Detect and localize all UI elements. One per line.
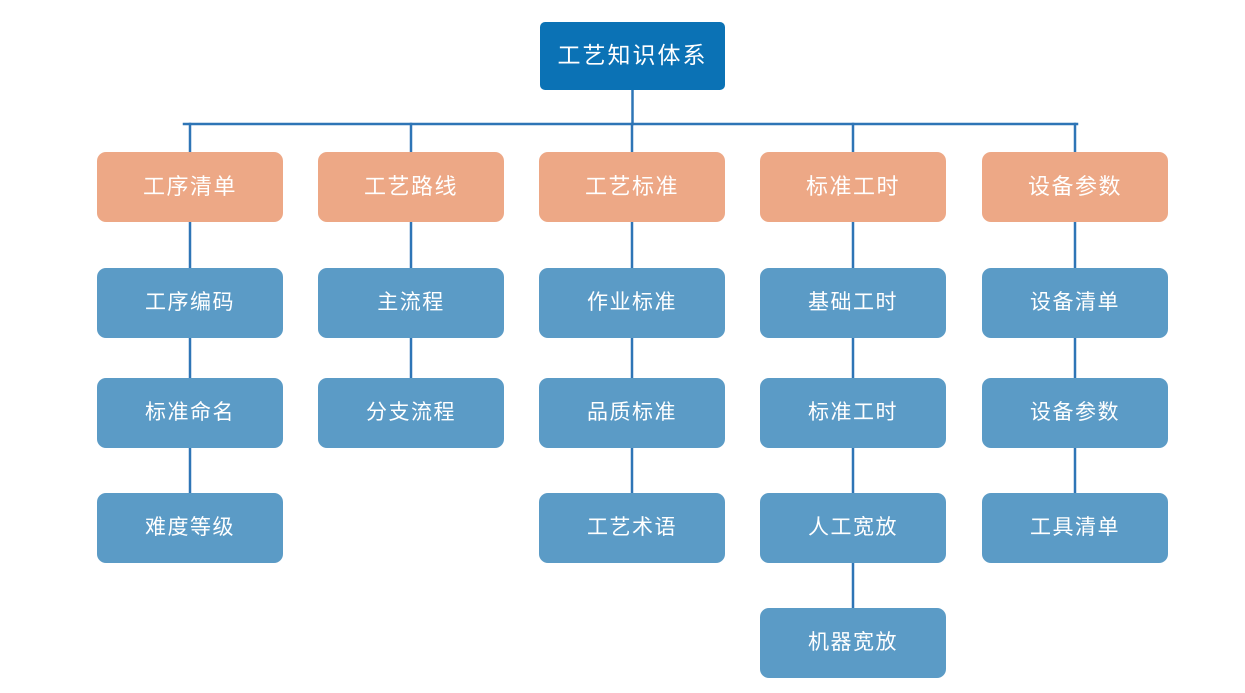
leaf-node-c4-4[interactable]: 机器宽放	[760, 608, 946, 678]
leaf-node-c3-2[interactable]: 品质标准	[539, 378, 725, 448]
node-label: 设备清单	[1030, 291, 1120, 315]
node-label: 工艺路线	[363, 173, 458, 199]
leaf-node-c1-2[interactable]: 标准命名	[97, 378, 283, 448]
branch-node-2[interactable]: 工艺路线	[318, 152, 504, 222]
leaf-node-c5-2[interactable]: 设备参数	[982, 378, 1168, 448]
node-label: 标准工时	[808, 401, 898, 425]
branch-node-5[interactable]: 设备参数	[982, 152, 1168, 222]
node-label: 难度等级	[145, 516, 235, 540]
leaf-node-c4-1[interactable]: 基础工时	[760, 268, 946, 338]
node-label: 设备参数	[1027, 173, 1122, 199]
node-label: 工序清单	[142, 173, 237, 199]
node-label: 基础工时	[808, 291, 898, 315]
leaf-node-c1-3[interactable]: 难度等级	[97, 493, 283, 563]
leaf-node-c4-2[interactable]: 标准工时	[760, 378, 946, 448]
node-label: 工艺知识体系	[557, 42, 708, 69]
node-label: 工具清单	[1030, 516, 1120, 540]
leaf-node-c4-3[interactable]: 人工宽放	[760, 493, 946, 563]
node-label: 人工宽放	[808, 516, 898, 540]
node-label: 标准命名	[145, 401, 235, 425]
node-label: 品质标准	[587, 401, 677, 425]
leaf-node-c1-1[interactable]: 工序编码	[97, 268, 283, 338]
node-label: 工艺术语	[587, 516, 677, 540]
node-label: 设备参数	[1030, 401, 1120, 425]
node-label: 主流程	[377, 291, 445, 315]
branch-node-1[interactable]: 工序清单	[97, 152, 283, 222]
leaf-node-c3-3[interactable]: 工艺术语	[539, 493, 725, 563]
branch-node-4[interactable]: 标准工时	[760, 152, 946, 222]
leaf-node-c2-2[interactable]: 分支流程	[318, 378, 504, 448]
leaf-node-c5-1[interactable]: 设备清单	[982, 268, 1168, 338]
node-label: 分支流程	[366, 401, 456, 425]
branch-node-3[interactable]: 工艺标准	[539, 152, 725, 222]
node-label: 机器宽放	[808, 631, 898, 655]
leaf-node-c5-3[interactable]: 工具清单	[982, 493, 1168, 563]
leaf-node-c2-1[interactable]: 主流程	[318, 268, 504, 338]
leaf-node-c3-1[interactable]: 作业标准	[539, 268, 725, 338]
node-label: 工序编码	[145, 291, 235, 315]
node-label: 标准工时	[805, 173, 900, 199]
node-label: 工艺标准	[584, 173, 679, 199]
root-node[interactable]: 工艺知识体系	[540, 22, 725, 90]
node-label: 作业标准	[587, 291, 677, 315]
